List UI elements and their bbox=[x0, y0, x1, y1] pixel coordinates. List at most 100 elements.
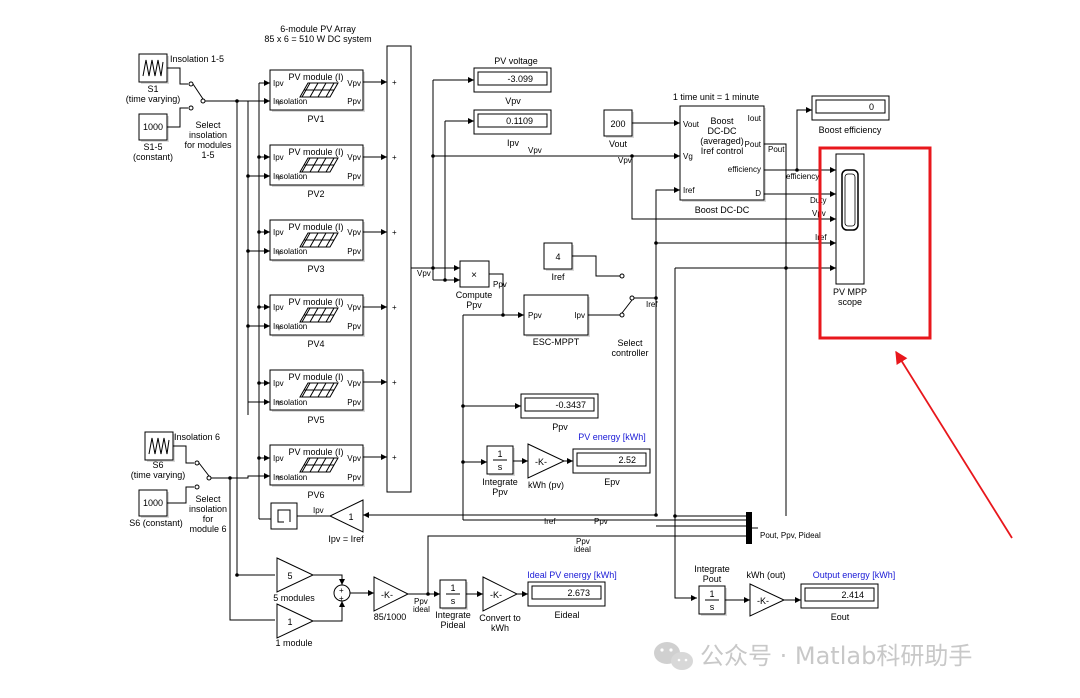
mppt-out: Ipv bbox=[574, 311, 585, 320]
pv-module-5[interactable] bbox=[269, 369, 365, 412]
boost-l2: DC-DC bbox=[708, 126, 737, 136]
sum-plus-6: + bbox=[392, 453, 397, 462]
pv6-insol: Insolation bbox=[273, 473, 307, 482]
epv-value: 2.52 bbox=[618, 455, 636, 465]
sum-circle-plus-1: + bbox=[339, 586, 344, 595]
pv4-title: PV module (I) bbox=[288, 297, 343, 307]
select-controller-switch[interactable] bbox=[610, 273, 656, 318]
sum-plus-3: + bbox=[392, 228, 397, 237]
int-pideal-num: 1 bbox=[450, 583, 455, 593]
scope-label-1: PV MPP bbox=[833, 287, 867, 297]
pv4-ipv: Ipv bbox=[273, 303, 284, 312]
sig-ipv-feedback: Ipv bbox=[313, 506, 324, 515]
gain5-label: 5 modules bbox=[273, 593, 315, 603]
pv4-name: PV4 bbox=[307, 339, 324, 349]
select-ctrl-l2: controller bbox=[611, 348, 648, 358]
pv3-title: PV module (I) bbox=[288, 222, 343, 232]
sig-vpv-boost: Vpv bbox=[528, 146, 542, 155]
pv5-name: PV5 bbox=[307, 415, 324, 425]
conv-l1: Convert to bbox=[479, 613, 521, 623]
integrate-pideal-block[interactable] bbox=[439, 579, 468, 610]
select-ins-6-l3: for bbox=[203, 514, 214, 524]
gain-iref-value: 1 bbox=[348, 512, 353, 522]
boost-label: Boost DC-DC bbox=[695, 205, 750, 215]
pv-mpp-scope[interactable] bbox=[835, 153, 865, 285]
kwh-pv-gain[interactable] bbox=[527, 443, 566, 479]
iref-const-label: Iref bbox=[551, 272, 565, 282]
sig-ppv-mux: Ppv bbox=[594, 517, 608, 526]
int-ppv-l2: Ppv bbox=[492, 487, 508, 497]
gain-5-modules[interactable] bbox=[276, 557, 315, 593]
watermark-text: 公众号 · Matlab科研助手 bbox=[700, 642, 972, 670]
memory-block[interactable] bbox=[270, 502, 298, 530]
pv2-ipv: Ipv bbox=[273, 153, 284, 162]
sig-iref-mux: Iref bbox=[544, 517, 556, 526]
select-ins-1-l2: insolation bbox=[189, 130, 227, 140]
pv4-insol: Insolation bbox=[273, 322, 307, 331]
wechat-icon bbox=[654, 642, 693, 670]
pv5-ipv: Ipv bbox=[273, 379, 284, 388]
ppv-label: Ppv bbox=[552, 422, 568, 432]
select-ctrl-l1: Select bbox=[617, 338, 643, 348]
sum-block-array[interactable] bbox=[386, 45, 412, 493]
pv-module-1[interactable] bbox=[269, 69, 365, 112]
display-boost-efficiency[interactable] bbox=[811, 95, 890, 121]
pv2-insol: Insolation bbox=[273, 172, 307, 181]
int-pideal-l2: Pideal bbox=[440, 620, 465, 630]
select-ins-1-l3: for modules bbox=[184, 140, 232, 150]
s6-source[interactable] bbox=[144, 431, 175, 462]
iref-constant[interactable] bbox=[543, 242, 574, 271]
gain-1-module[interactable] bbox=[276, 603, 315, 639]
vout-constant[interactable] bbox=[603, 109, 634, 138]
select-ins-1-l1: Select bbox=[195, 120, 221, 130]
int-pout-title-1: Integrate bbox=[694, 564, 730, 574]
pv2-title: PV module (I) bbox=[288, 147, 343, 157]
pv-module-3[interactable] bbox=[269, 219, 365, 262]
boost-note: 1 time unit = 1 minute bbox=[673, 92, 759, 102]
array-subtitle: 85 x 6 = 510 W DC system bbox=[264, 34, 371, 44]
kwh-out-gain[interactable] bbox=[749, 583, 786, 617]
kwh-pv-value: -K- bbox=[535, 457, 547, 467]
pv5-vpv: Vpv bbox=[347, 379, 361, 388]
display-pv-voltage[interactable] bbox=[473, 67, 552, 93]
boost-l4: Iref control bbox=[701, 146, 744, 156]
s1-source[interactable] bbox=[138, 53, 169, 84]
sig-efficiency: efficiency bbox=[786, 172, 819, 181]
gain-85-1000[interactable] bbox=[373, 576, 410, 612]
pv-voltage-title: PV voltage bbox=[494, 56, 538, 66]
pv3-vpv: Vpv bbox=[347, 228, 361, 237]
pv1-name: PV1 bbox=[307, 114, 324, 124]
integrate-ppv-block[interactable] bbox=[486, 445, 515, 476]
gain-ipv-iref[interactable] bbox=[328, 499, 364, 533]
pv-module-6[interactable] bbox=[269, 444, 365, 487]
boost-in-iref: Iref bbox=[683, 186, 695, 195]
esc-mppt-block[interactable] bbox=[523, 294, 590, 337]
int-pout-title-2: Pout bbox=[703, 574, 722, 584]
int-ppv-num: 1 bbox=[497, 449, 502, 459]
pv3-ppv: Ppv bbox=[347, 247, 361, 256]
pv1-ipv: Ipv bbox=[273, 79, 284, 88]
pv-module-4[interactable] bbox=[269, 294, 365, 337]
display-ipv[interactable] bbox=[473, 109, 552, 135]
convert-kwh-gain[interactable] bbox=[482, 576, 519, 612]
boost-dcdc-block[interactable] bbox=[679, 105, 766, 202]
display-ppv[interactable] bbox=[520, 393, 599, 419]
pv-module-2[interactable] bbox=[269, 144, 365, 187]
select-insolation-switch-1[interactable] bbox=[167, 67, 215, 128]
pv5-title: PV module (I) bbox=[288, 372, 343, 382]
compute-ppv-l1: Compute bbox=[456, 290, 493, 300]
mux-block[interactable] bbox=[746, 512, 752, 544]
s1-tag: Insolation 1-5 bbox=[170, 54, 224, 64]
display-epv[interactable] bbox=[572, 448, 651, 474]
display-eout[interactable] bbox=[800, 583, 879, 609]
pv1-vpv: Vpv bbox=[347, 79, 361, 88]
integrate-pout-block[interactable] bbox=[698, 585, 727, 616]
eideal-label: Eideal bbox=[554, 610, 579, 620]
ipv-value: 0.1109 bbox=[506, 116, 533, 126]
eout-title: Output energy [kWh] bbox=[813, 570, 896, 580]
display-eideal[interactable] bbox=[527, 581, 606, 607]
s1-5-label: S1-5 bbox=[143, 142, 162, 152]
boost-l3: (averaged) bbox=[700, 136, 744, 146]
conv-value: -K- bbox=[490, 590, 502, 600]
boost-eff-value: 0 bbox=[869, 102, 874, 112]
